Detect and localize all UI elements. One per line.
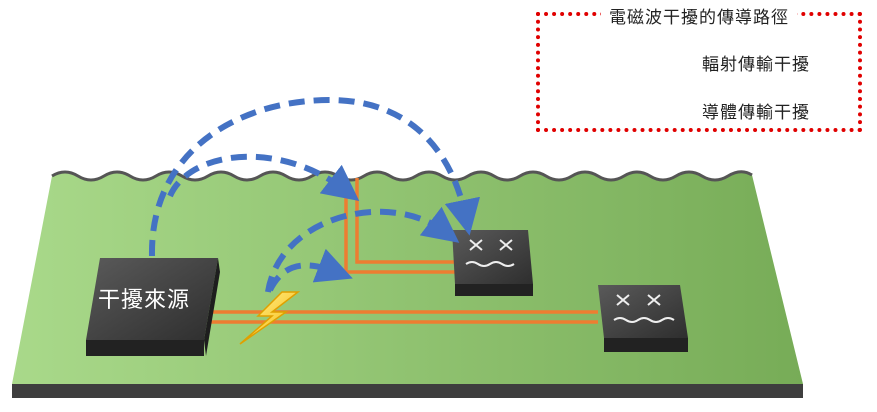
victim-chip-1 bbox=[452, 230, 533, 296]
chip-2-marking-icon bbox=[613, 294, 675, 323]
pcb-edge bbox=[12, 384, 803, 398]
legend-radiated-label: 輻射傳輸干擾 bbox=[702, 55, 810, 75]
radiated-arrow-short bbox=[267, 248, 353, 292]
radiated-arrow-large bbox=[148, 96, 481, 257]
radiated-arrow-to-chip1 bbox=[265, 206, 460, 293]
victim-chip-2 bbox=[598, 285, 688, 352]
trace-vertical-inner bbox=[355, 178, 455, 264]
interference-source-chip bbox=[86, 258, 220, 356]
interference-source-label: 干擾來源 bbox=[98, 288, 191, 313]
legend: 電磁波干擾的傳導路徑 輻射傳輸干擾 導體傳輸干擾 bbox=[536, 8, 862, 132]
radiated-arrows bbox=[148, 96, 481, 293]
chip-1-marking-icon bbox=[465, 239, 515, 267]
lightning-icon bbox=[239, 291, 301, 345]
legend-title: 電磁波干擾的傳導路徑 bbox=[601, 8, 797, 28]
radiated-arrow-to-trace bbox=[167, 153, 360, 201]
legend-conducted-label: 導體傳輸干擾 bbox=[702, 103, 810, 123]
pcb-wavy-edge bbox=[51, 170, 753, 182]
